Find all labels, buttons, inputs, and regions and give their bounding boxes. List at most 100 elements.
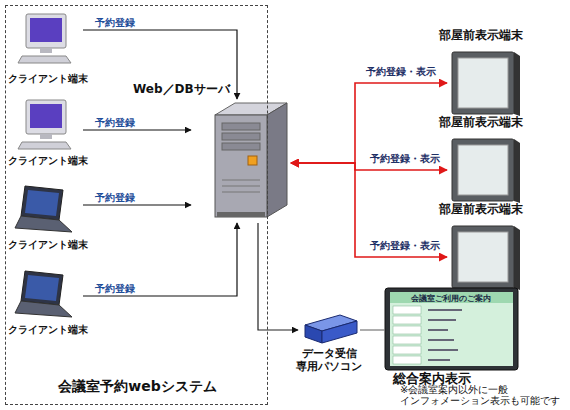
vent-line [222, 180, 260, 181]
laptop-screen [25, 190, 59, 216]
node-box: クライアント端末 [13, 13, 83, 86]
monitor-panel [458, 58, 508, 108]
monitor-frame [452, 52, 514, 114]
server-front [215, 115, 267, 217]
box-side [322, 321, 357, 343]
monitor-frame [452, 226, 514, 288]
node-text: クライアント端末 [8, 73, 88, 85]
monitor-frame [452, 139, 514, 201]
node-box: 会議室予約webシステムクライアント端末クライアント端末クライアント端末クライア… [5, 5, 268, 405]
node-text: 部屋前表示端末 [429, 29, 533, 43]
connector [83, 204, 191, 205]
text-bar [428, 349, 458, 351]
server-side [267, 103, 287, 217]
connector [291, 163, 447, 257]
node-text: クライアント端末 [8, 239, 88, 251]
monitor-body [26, 14, 66, 48]
monitor-side [514, 139, 520, 203]
laptop-base [15, 216, 72, 232]
node-text: Web／DBサーバ [133, 83, 253, 97]
laptop-lid [21, 271, 63, 305]
row-cell [393, 346, 421, 354]
row-cell [393, 336, 421, 344]
node-box: クライアント端末 [13, 98, 83, 168]
node-text: クライアント端末 [8, 155, 88, 167]
connector [83, 129, 191, 130]
text-bar [428, 319, 456, 321]
server-foot [217, 212, 265, 217]
drive-bay [222, 143, 260, 150]
vent-line [222, 186, 260, 187]
room-monitor [452, 139, 520, 203]
monitor-panel [458, 232, 508, 282]
node-box: クライアント端末 [13, 181, 83, 251]
text-bar [428, 339, 454, 341]
connector [83, 223, 237, 296]
edge-label: 予約登録 [95, 17, 135, 28]
node-box: データ受信 専用パソコン [298, 312, 360, 382]
edge-label: 予約登録 [95, 283, 135, 294]
monitor-side [514, 52, 520, 116]
laptop-base [15, 301, 72, 317]
node-box: Web／DBサーバ [191, 99, 291, 223]
row-cell [393, 356, 421, 364]
monitor-screen [30, 104, 62, 128]
monitor-panel [458, 145, 508, 195]
power-light [248, 156, 257, 165]
node-text: ※会議室案内以外に一般 インフォメーション表示も可能です [400, 384, 570, 406]
text-bar [428, 329, 448, 331]
room-monitor [452, 226, 520, 290]
general-display [385, 288, 518, 370]
text-bar [428, 359, 450, 361]
desktop-icon [18, 100, 71, 149]
connector [360, 329, 385, 330]
box-front [305, 325, 322, 343]
laptop-lid [21, 186, 63, 220]
row-cell [393, 306, 421, 314]
row-cell [393, 316, 421, 324]
display-frame [385, 288, 518, 370]
node-text: データ受信 専用パソコン [289, 348, 369, 373]
text-bar [428, 309, 462, 311]
row-text-bars [428, 309, 462, 361]
display-screen [390, 292, 513, 366]
connector [258, 223, 298, 330]
drive-bay [222, 123, 260, 130]
node-box: クライアント端末 [13, 266, 83, 336]
desktop-icon [18, 14, 71, 63]
drive-bay [222, 133, 260, 140]
node-text: クライアント端末 [8, 324, 88, 336]
connector [291, 163, 447, 170]
edge-label: 予約登録 [95, 117, 135, 128]
connector [83, 30, 237, 99]
keyboard [18, 56, 71, 63]
room-monitor [452, 52, 520, 116]
monitor-stand [40, 134, 52, 139]
edge-label: 予約登録・表示 [370, 153, 440, 164]
row-cell [393, 326, 421, 334]
monitor-screen [30, 18, 62, 42]
screen-label: 会議室ご利用のご案内 [392, 293, 510, 304]
server-tower [215, 103, 287, 217]
node-text: 部屋前表示端末 [429, 203, 533, 217]
laptop-screen [25, 275, 59, 301]
laptop-icon [15, 271, 72, 317]
schedule-rows [393, 306, 421, 364]
node-text: 部屋前表示端末 [429, 116, 533, 130]
monitor-side [514, 226, 520, 290]
monitor-body [26, 100, 66, 134]
receiver-box [305, 315, 357, 343]
node-box: 部屋前表示端末 [447, 48, 519, 118]
screen-header [390, 292, 513, 303]
monitor-stand [40, 48, 52, 53]
connector [291, 83, 447, 163]
node-text: 会議室予約webシステム [6, 378, 269, 394]
edge-label: 予約登録・表示 [366, 66, 436, 77]
node-box: 部屋前表示端末 [447, 222, 519, 292]
vent-line [222, 192, 260, 193]
laptop-icon [15, 186, 72, 232]
edge-label: 予約登録 [95, 192, 135, 203]
node-box: 部屋前表示端末 [447, 135, 519, 205]
